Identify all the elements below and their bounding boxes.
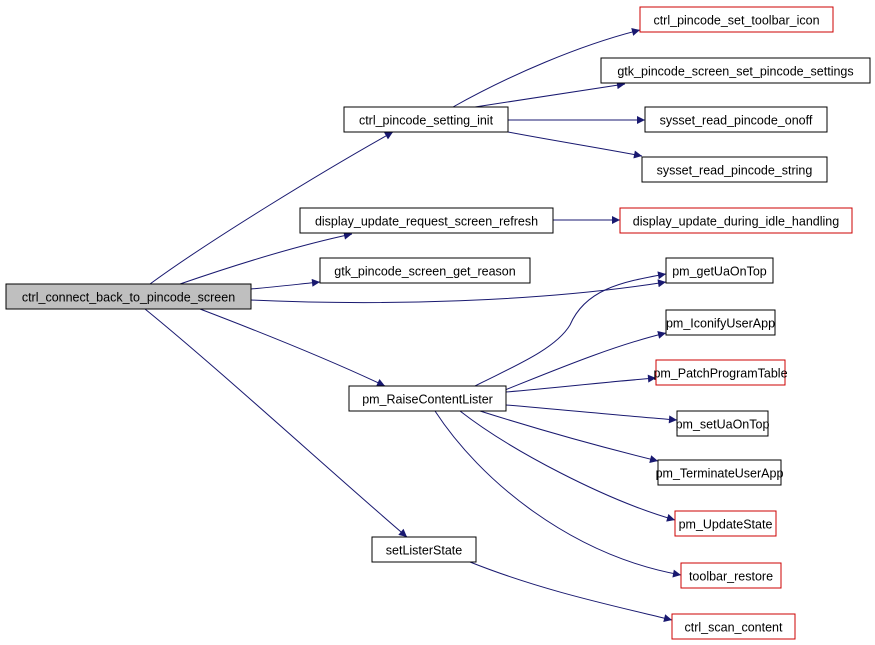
node-ctrl_connect_back_to_pincode_screen[interactable]: ctrl_connect_back_to_pincode_screen xyxy=(5,283,252,310)
node-box[interactable] xyxy=(299,207,554,234)
node-setListerState[interactable]: setListerState xyxy=(371,536,477,563)
node-label: sysset_read_pincode_onoff xyxy=(660,114,813,128)
node-label: pm_getUaOnTop xyxy=(672,265,767,279)
edge-pm_RaiseContentLister-to-pm_TerminateUserApp xyxy=(479,410,659,463)
node-box[interactable] xyxy=(600,57,871,84)
edge-pm_RaiseContentLister-to-pm_getUaOnTop xyxy=(474,271,667,387)
node-label: pm_RaiseContentLister xyxy=(362,393,493,407)
node-box[interactable] xyxy=(657,459,782,486)
node-label: gtk_pincode_screen_get_reason xyxy=(334,265,515,279)
edge-pm_RaiseContentLister-to-pm_IconifyUserApp xyxy=(504,330,667,391)
node-label: sysset_read_pincode_string xyxy=(657,164,813,178)
node-box[interactable] xyxy=(619,207,853,234)
node-pm_IconifyUserApp[interactable]: pm_IconifyUserApp xyxy=(665,309,776,336)
node-label: display_update_during_idle_handling xyxy=(633,215,839,229)
node-label: pm_IconifyUserApp xyxy=(666,317,775,331)
node-label: toolbar_restore xyxy=(689,570,773,584)
edge-pm_RaiseContentLister-to-pm_UpdateState xyxy=(459,410,676,522)
node-ctrl_scan_content[interactable]: ctrl_scan_content xyxy=(671,613,796,640)
edge-ctrl_pincode_setting_init-to-ctrl_pincode_set_toolbar_icon xyxy=(452,28,641,108)
node-label: pm_TerminateUserApp xyxy=(656,467,784,481)
node-label: display_update_request_screen_refresh xyxy=(315,215,538,229)
node-box[interactable] xyxy=(5,283,252,310)
node-box[interactable] xyxy=(639,6,834,33)
edge-pm_RaiseContentLister-to-pm_PatchProgramTable xyxy=(505,374,657,393)
node-display_update_during_idle_handling[interactable]: display_update_during_idle_handling xyxy=(619,207,853,234)
edge-pm_RaiseContentLister-to-pm_setUaOnTop xyxy=(505,404,678,424)
node-pm_PatchProgramTable[interactable]: pm_PatchProgramTable xyxy=(653,359,788,386)
node-box[interactable] xyxy=(676,410,769,437)
node-toolbar_restore[interactable]: toolbar_restore xyxy=(680,562,782,589)
node-label: ctrl_scan_content xyxy=(685,621,784,635)
edge-ctrl_connect_back_to_pincode_screen-to-setListerState xyxy=(144,308,408,538)
node-box[interactable] xyxy=(671,613,796,640)
node-box[interactable] xyxy=(343,106,509,133)
node-pm_TerminateUserApp[interactable]: pm_TerminateUserApp xyxy=(656,459,784,486)
node-box[interactable] xyxy=(665,309,776,336)
node-gtk_pincode_screen_get_reason[interactable]: gtk_pincode_screen_get_reason xyxy=(319,257,531,284)
edge-ctrl_pincode_setting_init-to-sysset_read_pincode_string xyxy=(507,131,643,159)
node-box[interactable] xyxy=(644,106,828,133)
edge-ctrl_pincode_setting_init-to-gtk_pincode_screen_set_pincode_settings xyxy=(474,81,626,108)
node-sysset_read_pincode_string[interactable]: sysset_read_pincode_string xyxy=(641,156,828,183)
node-label: setListerState xyxy=(386,544,462,558)
node-label: ctrl_connect_back_to_pincode_screen xyxy=(22,291,235,305)
node-box[interactable] xyxy=(674,510,777,537)
nodes-layer: ctrl_connect_back_to_pincode_screen ctrl_… xyxy=(5,6,871,640)
node-label: gtk_pincode_screen_set_pincode_settings xyxy=(617,65,853,79)
node-ctrl_pincode_set_toolbar_icon[interactable]: ctrl_pincode_set_toolbar_icon xyxy=(639,6,834,33)
node-label: pm_setUaOnTop xyxy=(676,418,770,432)
edge-ctrl_connect_back_to_pincode_screen-to-pm_RaiseContentLister xyxy=(199,308,386,387)
edge-setListerState-to-ctrl_scan_content xyxy=(469,561,673,623)
node-box[interactable] xyxy=(371,536,477,563)
node-box[interactable] xyxy=(641,156,828,183)
node-label: ctrl_pincode_setting_init xyxy=(359,114,494,128)
node-label: ctrl_pincode_set_toolbar_icon xyxy=(653,14,819,28)
node-box[interactable] xyxy=(655,359,786,386)
edge-pm_RaiseContentLister-to-toolbar_restore xyxy=(434,410,682,578)
node-box[interactable] xyxy=(319,257,531,284)
node-pm_setUaOnTop[interactable]: pm_setUaOnTop xyxy=(676,410,770,437)
node-label: pm_UpdateState xyxy=(679,518,773,532)
node-ctrl_pincode_setting_init[interactable]: ctrl_pincode_setting_init xyxy=(343,106,509,133)
node-pm_getUaOnTop[interactable]: pm_getUaOnTop xyxy=(665,257,774,284)
node-display_update_request_screen_refresh[interactable]: display_update_request_screen_refresh xyxy=(299,207,554,234)
node-box[interactable] xyxy=(680,562,782,589)
edge-ctrl_connect_back_to_pincode_screen-to-display_update_request_screen_refresh xyxy=(179,231,353,285)
node-box[interactable] xyxy=(348,385,507,412)
node-gtk_pincode_screen_set_pincode_settings[interactable]: gtk_pincode_screen_set_pincode_settings xyxy=(600,57,871,84)
node-pm_UpdateState[interactable]: pm_UpdateState xyxy=(674,510,777,537)
node-pm_RaiseContentLister[interactable]: pm_RaiseContentLister xyxy=(348,385,507,412)
node-sysset_read_pincode_onoff[interactable]: sysset_read_pincode_onoff xyxy=(644,106,828,133)
edges-layer xyxy=(144,28,682,623)
node-box[interactable] xyxy=(665,257,774,284)
edge-ctrl_connect_back_to_pincode_screen-to-gtk_pincode_screen_get_reason xyxy=(250,278,321,290)
node-label: pm_PatchProgramTable xyxy=(653,367,787,381)
edge-ctrl_connect_back_to_pincode_screen-to-ctrl_pincode_setting_init xyxy=(149,131,394,285)
edge-ctrl_connect_back_to_pincode_screen-to-pm_getUaOnTop xyxy=(250,279,667,304)
